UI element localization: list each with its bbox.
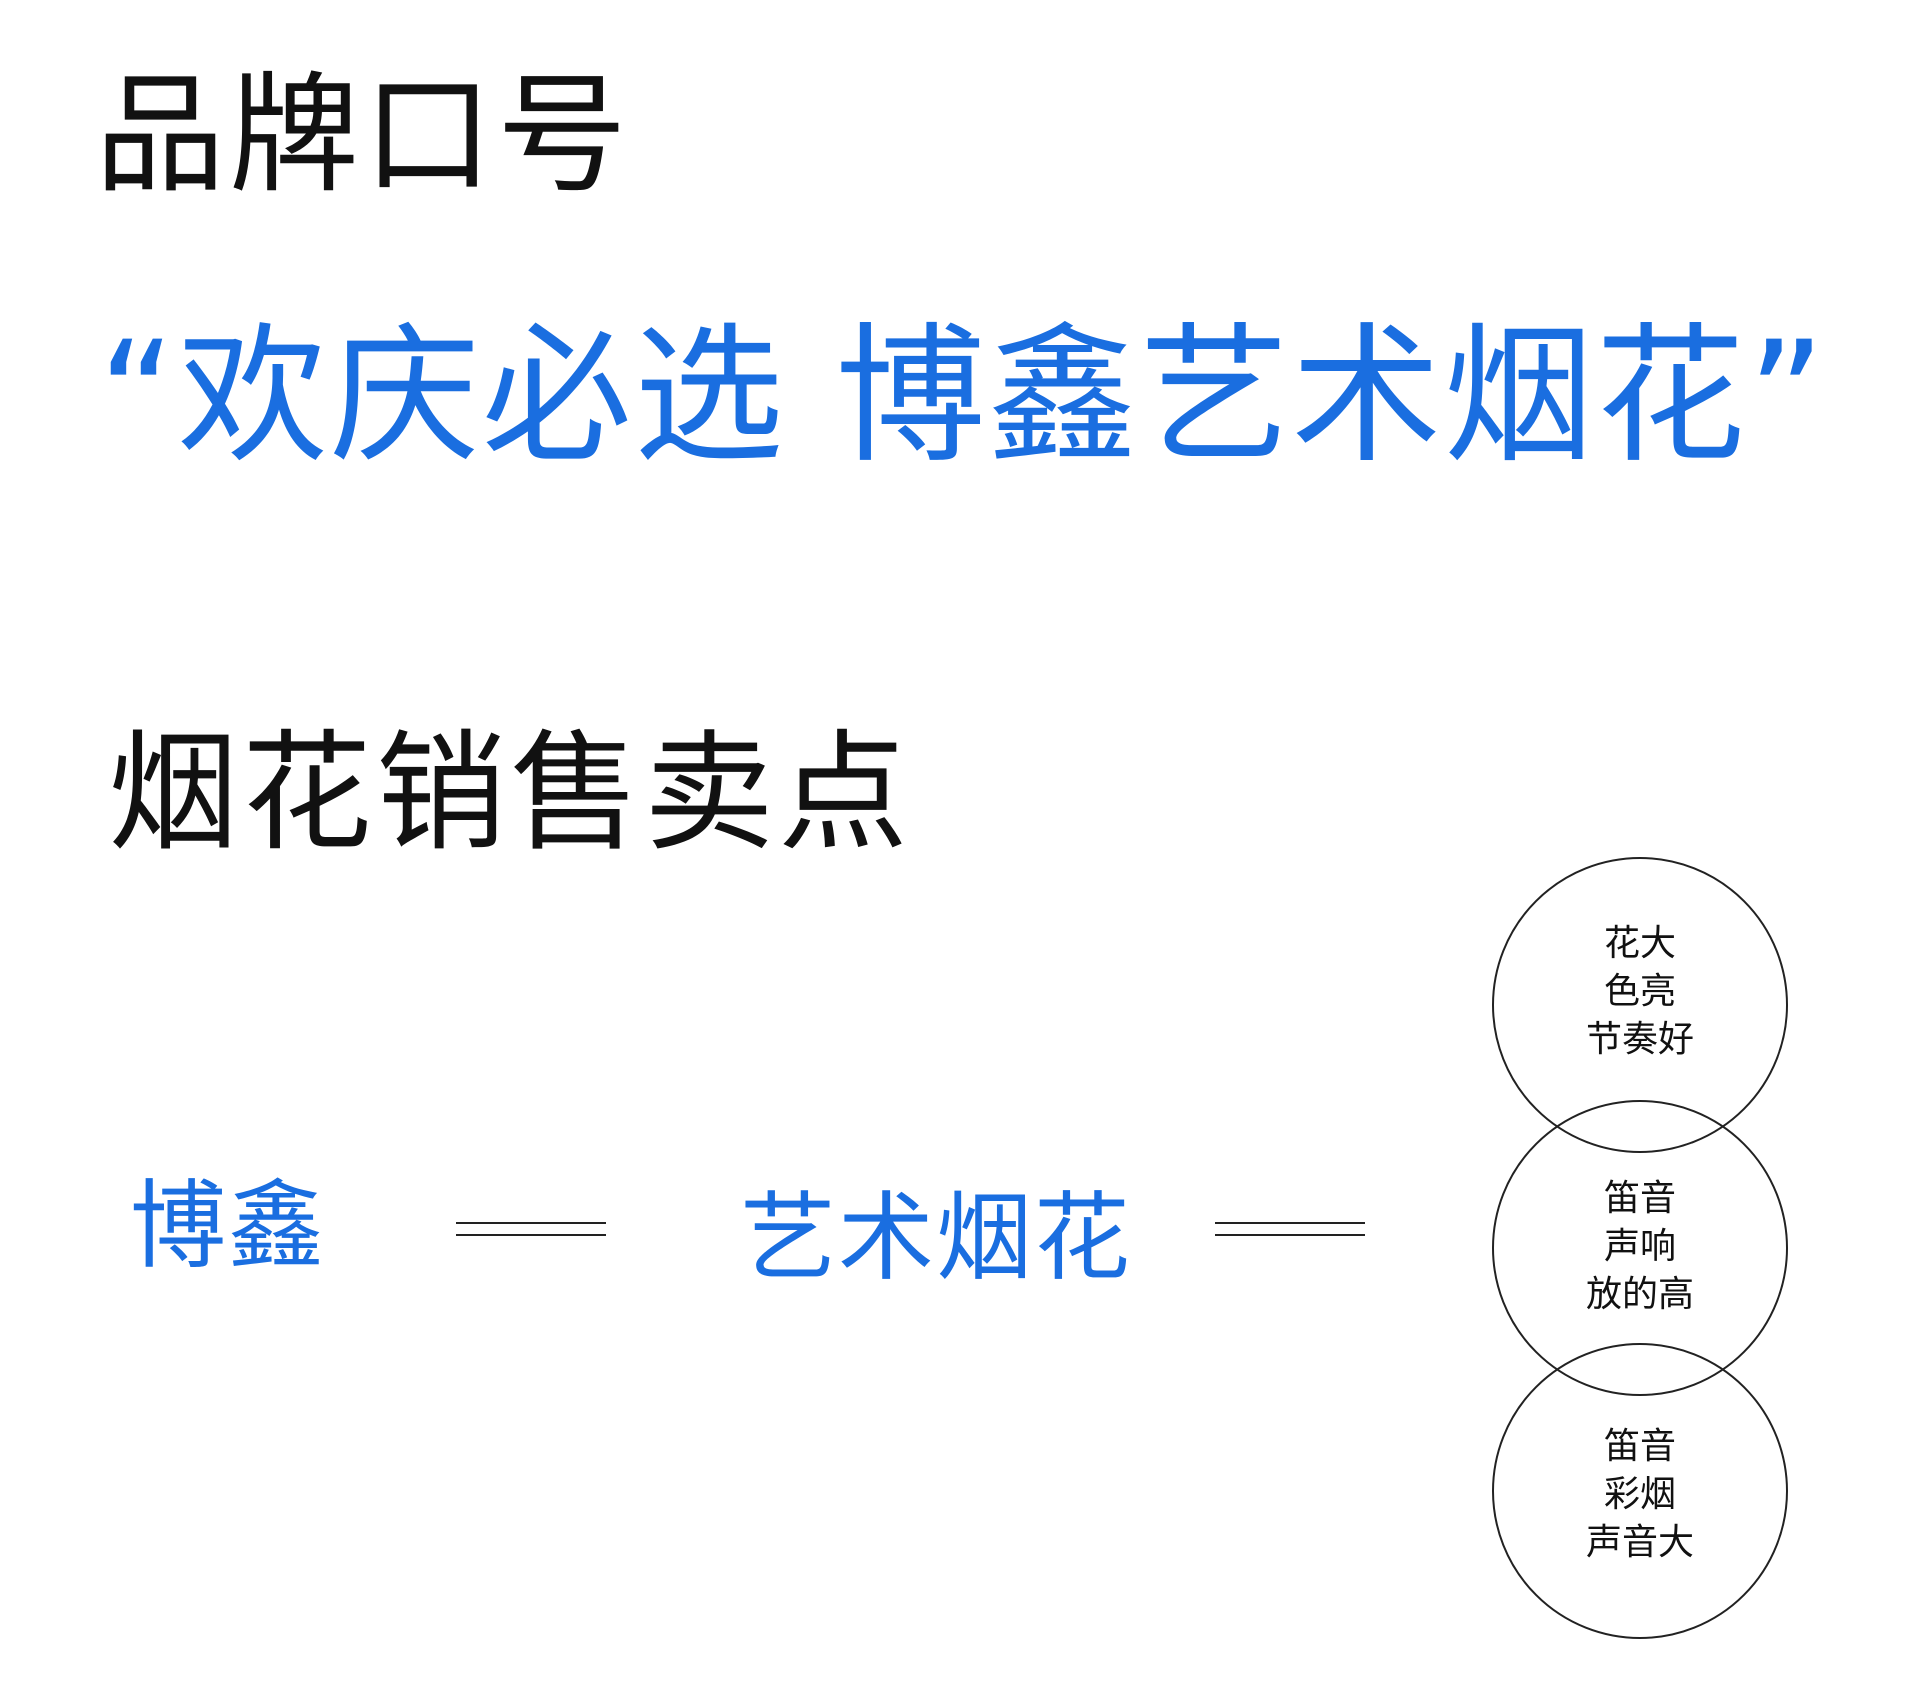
product-type: 艺术烟花	[740, 1182, 1132, 1294]
brand-slogan-text: “欢庆必选 博鑫艺术烟花”	[98, 310, 1828, 484]
selling-point-text: 花大 色亮 节奏好	[1492, 920, 1788, 1064]
selling-point-line: 放的高	[1585, 1274, 1694, 1315]
selling-point-circle	[1492, 1343, 1788, 1639]
double-line-connector	[1215, 1222, 1365, 1236]
selling-points-heading: 烟花销售卖点	[108, 717, 913, 869]
selling-point-line: 声音大	[1585, 1522, 1694, 1563]
selling-point-line: 彩烟	[1603, 1474, 1676, 1515]
selling-point-text: 笛音 声响 放的高	[1492, 1175, 1788, 1319]
selling-point-line: 笛音	[1603, 1178, 1676, 1219]
selling-point-text: 笛音 彩烟 声音大	[1492, 1423, 1788, 1567]
brand-name: 博鑫	[130, 1170, 326, 1282]
selling-point-line: 色亮	[1603, 971, 1676, 1012]
selling-point-line: 笛音	[1603, 1426, 1676, 1467]
double-line-connector	[456, 1222, 606, 1236]
selling-point-line: 花大	[1603, 923, 1676, 964]
brand-slogan-heading: 品牌口号	[95, 59, 632, 211]
selling-point-line: 声响	[1603, 1226, 1676, 1267]
selling-point-line: 节奏好	[1585, 1019, 1694, 1060]
